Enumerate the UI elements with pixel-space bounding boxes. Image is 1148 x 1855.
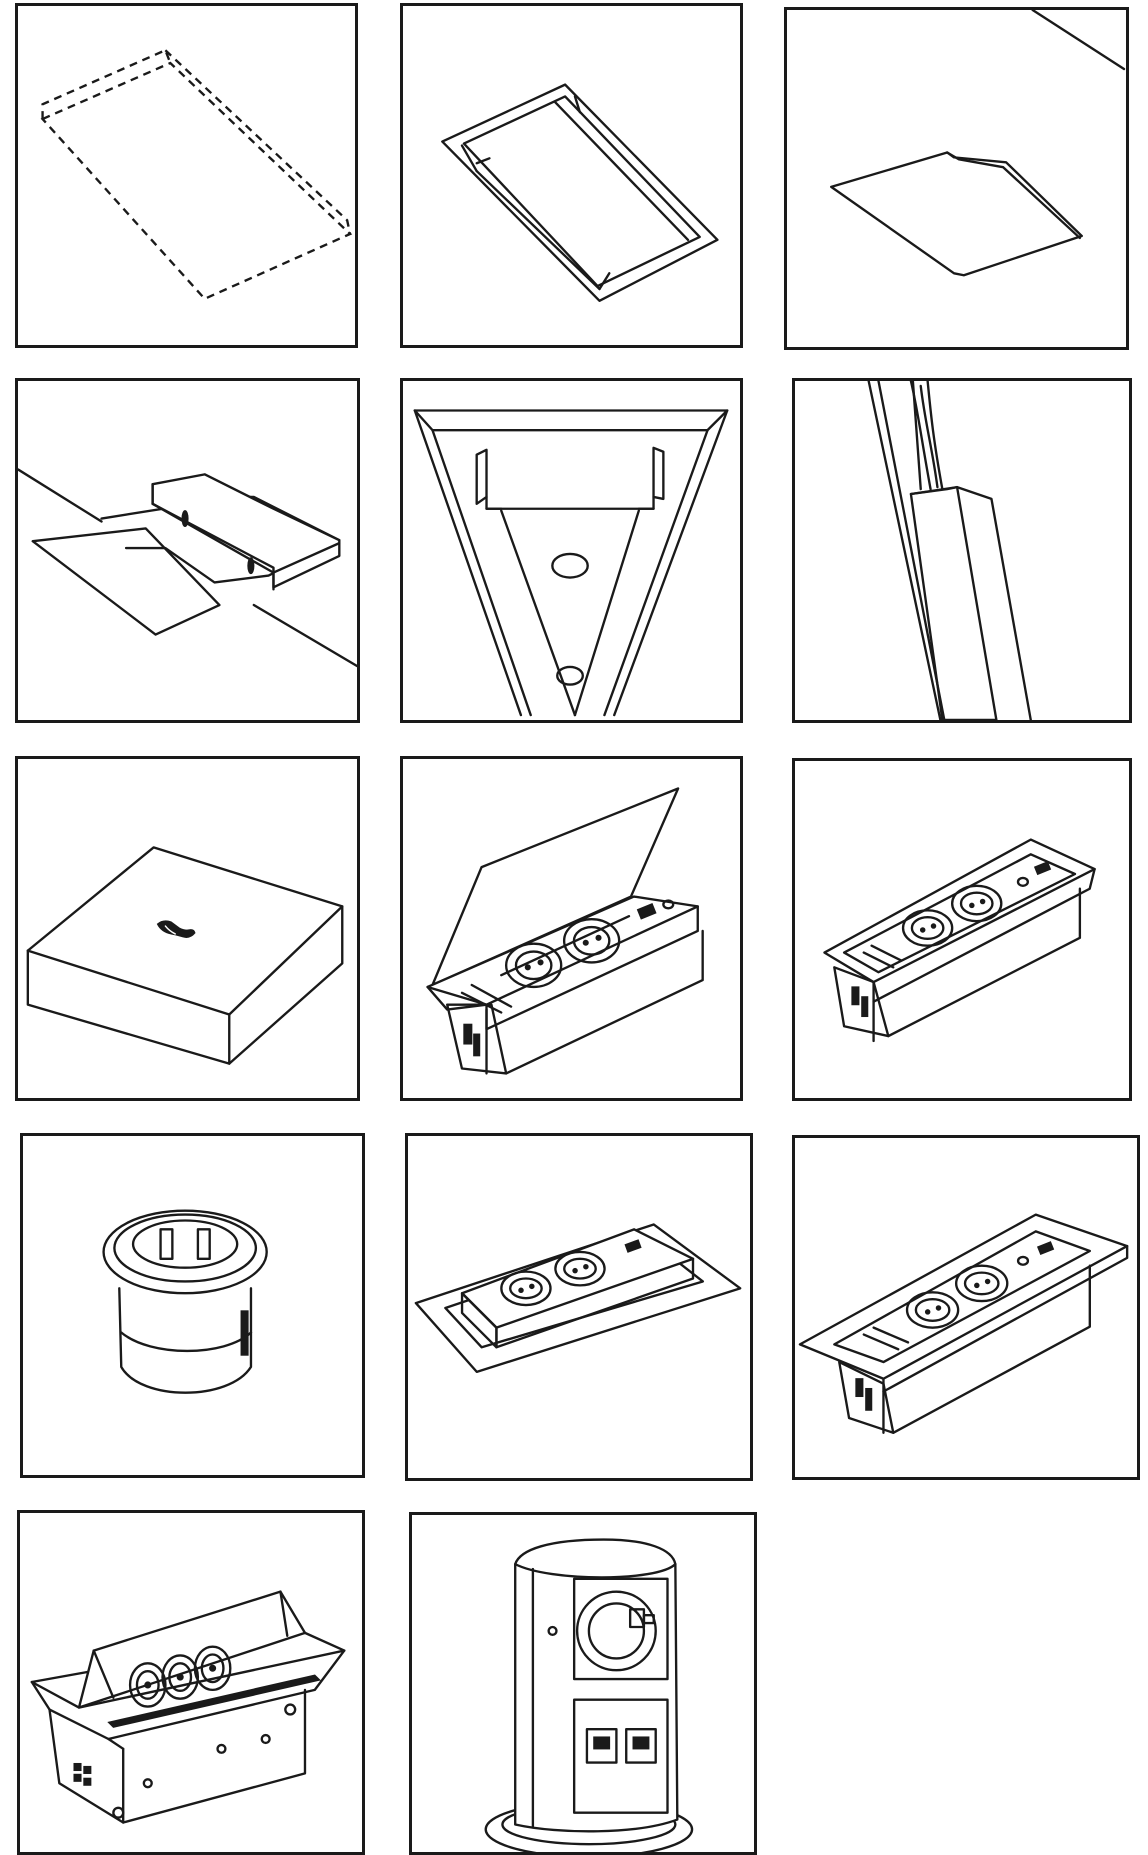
recessed-socket-usb-icon bbox=[798, 1213, 1129, 1434]
wireless-symbol-icon bbox=[156, 920, 196, 938]
tile-wireless-charger bbox=[15, 756, 360, 1101]
two-socket-usb-icon bbox=[823, 838, 1096, 1043]
pop-up-tower-icon bbox=[484, 1538, 694, 1852]
dashed-cutout-icon bbox=[40, 48, 353, 301]
tile-two-socket-usb-unit bbox=[792, 758, 1132, 1101]
surface-socket-icon bbox=[414, 1223, 742, 1374]
flip-lid-socket-icon bbox=[426, 787, 704, 1075]
tile-flat-cover-plate bbox=[784, 7, 1129, 350]
tile-surface-socket-strip bbox=[405, 1133, 753, 1481]
tile-cable-duct bbox=[792, 378, 1132, 723]
cable-duct-icon bbox=[867, 381, 1032, 720]
tilting-socket-icon bbox=[30, 1590, 346, 1824]
tile-recessed-socket-usb-unit bbox=[792, 1135, 1140, 1480]
tile-flip-lid-socket-unit bbox=[400, 756, 743, 1101]
recessed-tray-icon bbox=[441, 83, 719, 302]
tile-corner-bracket bbox=[400, 378, 743, 723]
hinged-box-icon bbox=[18, 468, 357, 668]
tile-round-socket bbox=[20, 1133, 365, 1478]
tile-hinged-cover-box bbox=[15, 378, 360, 723]
tile-pop-up-tower-socket bbox=[409, 1512, 757, 1855]
cover-plate-icon bbox=[830, 10, 1126, 277]
corner-bracket-icon bbox=[413, 409, 729, 717]
tile-tilting-triple-socket bbox=[17, 1510, 365, 1855]
wireless-charger-icon bbox=[26, 846, 344, 1065]
round-socket-icon bbox=[102, 1209, 268, 1394]
tile-cutout-outline bbox=[15, 3, 358, 348]
tile-recessed-tray bbox=[400, 3, 743, 348]
